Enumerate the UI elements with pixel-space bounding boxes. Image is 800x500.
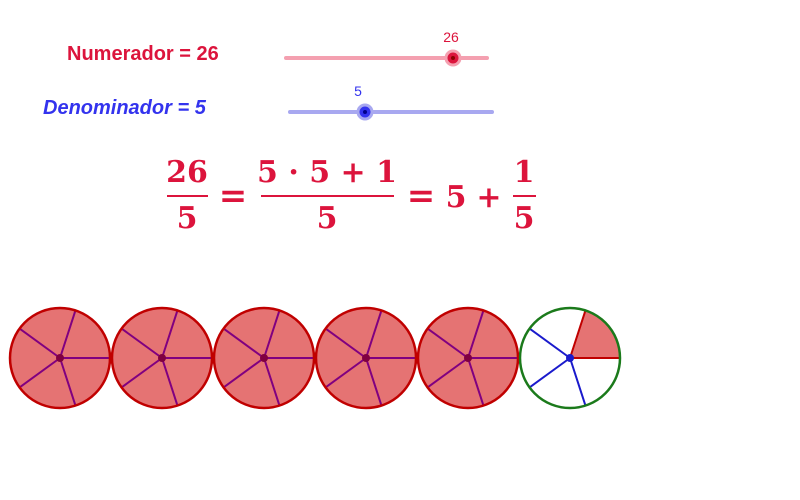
plus-sign: + [476, 180, 501, 215]
circle-outline [416, 306, 520, 410]
sector-divider [528, 357, 571, 389]
sector-divider [365, 310, 383, 359]
sector-divider [222, 357, 265, 389]
fraction-equation: 26 5 = 5 · 5 + 1 5 = 5 + 1 5 [166, 155, 536, 236]
denominator-slider[interactable] [288, 103, 494, 121]
denominator-slider-value: 5 [354, 83, 362, 99]
sector-divider [467, 310, 485, 359]
frac1-denominator: 5 [177, 201, 198, 236]
sector-divider [426, 357, 469, 389]
frac3-denominator: 5 [514, 201, 535, 236]
numerator-label: Numerador = 26 [67, 43, 219, 65]
sector-divider [59, 357, 77, 406]
sector-divider [467, 357, 485, 406]
sector-divider [263, 310, 281, 359]
fraction-circle [8, 306, 112, 410]
sector-divider [569, 357, 587, 406]
frac2-denominator: 5 [317, 201, 338, 236]
fraction-circles [8, 306, 622, 410]
sector-divider [120, 327, 163, 359]
circle-center-dot [464, 354, 472, 362]
fraction-circle [212, 306, 316, 410]
sector-divider [161, 357, 179, 406]
circle-center-dot [566, 354, 574, 362]
sector-divider [569, 310, 587, 359]
sector-divider [263, 357, 281, 406]
circle-center-dot [56, 354, 64, 362]
whole-part: 5 [446, 180, 467, 215]
denominator-handle-dot [363, 110, 367, 114]
sector-divider [59, 310, 77, 359]
sector-divider [426, 327, 469, 359]
equals-sign-2: = [407, 176, 436, 216]
circle-outline [110, 306, 214, 410]
sector-divider [324, 327, 367, 359]
sector-divider [18, 327, 61, 359]
sector-divider [120, 357, 163, 389]
circle-center-dot [158, 354, 166, 362]
sector-divider [161, 310, 179, 359]
sector-divider [528, 327, 571, 359]
sector-divider [324, 357, 367, 389]
circle-outline [314, 306, 418, 410]
frac1-numerator: 26 [166, 155, 208, 190]
numerator-handle-dot [451, 56, 455, 60]
circle-outline [212, 306, 316, 410]
circle-center-dot [260, 354, 268, 362]
fraction-circle [314, 306, 418, 410]
sector-divider [365, 357, 383, 406]
circle-outline [8, 306, 112, 410]
equals-sign-1: = [219, 176, 248, 216]
fraction-circle [110, 306, 214, 410]
circle-outline [518, 306, 622, 410]
fraction-circle [518, 306, 622, 410]
frac3-numerator: 1 [514, 155, 535, 190]
numerator-slider-value: 26 [443, 29, 459, 45]
numerator-slider[interactable] [284, 49, 489, 67]
fraction-circle [416, 306, 520, 410]
denominator-label: Denominador = 5 [43, 97, 206, 119]
sector-divider [18, 357, 61, 389]
sector-divider [222, 327, 265, 359]
circle-center-dot [362, 354, 370, 362]
frac2-numerator: 5 · 5 + 1 [257, 155, 397, 190]
